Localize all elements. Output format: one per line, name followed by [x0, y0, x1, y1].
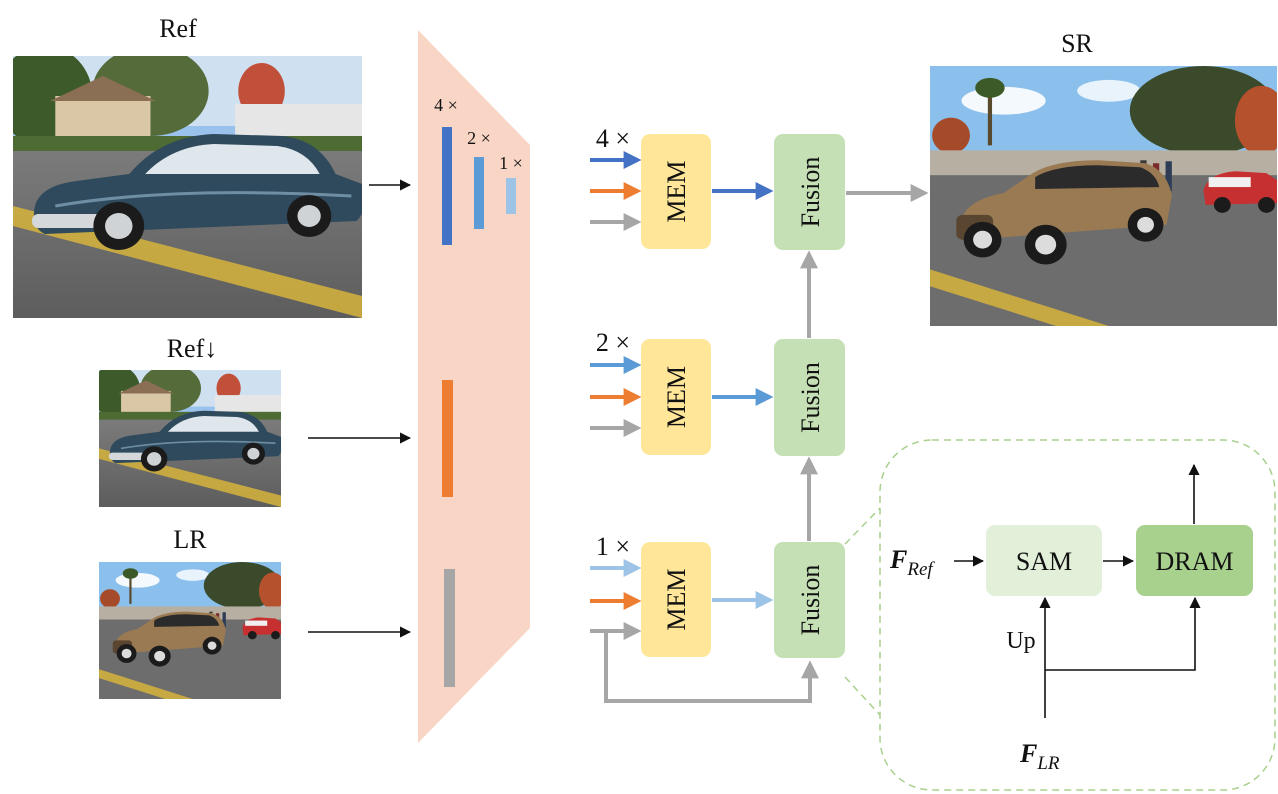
zoom-connector-bottom — [844, 676, 881, 716]
sam-block-label: SAM — [1016, 547, 1072, 576]
encoder-scale-2x-label: 2 × — [467, 128, 491, 148]
scale-1x-label: 1 × — [596, 532, 630, 561]
ref-image — [13, 56, 362, 318]
ref-feature-1x-bar — [506, 178, 516, 214]
fusion-block-1x-label: Fusion — [796, 565, 825, 636]
fusion-detail-box — [879, 439, 1276, 791]
f-lr-to-dram-arrow — [1045, 596, 1201, 671]
mem-block-1x-label: MEM — [662, 568, 691, 630]
encoder-scale-1x-label: 1 × — [499, 153, 523, 173]
mem-block-2x-label: MEM — [662, 366, 691, 428]
mem-block-2x — [641, 339, 711, 455]
fusion-block-4x-label: Fusion — [796, 157, 825, 228]
dram-block-label: DRAM — [1155, 547, 1233, 576]
lr-feature-bar — [444, 569, 455, 687]
sr-label: SR — [1061, 29, 1093, 58]
ref-label: Ref — [159, 14, 197, 43]
sr-image — [930, 66, 1277, 326]
ref-down-label: Ref↓ — [167, 334, 218, 363]
mem-block-4x-label: MEM — [662, 160, 691, 222]
lr-image — [99, 562, 281, 699]
mem-block-4x — [641, 134, 711, 249]
ref-feature-2x-bar — [474, 157, 484, 229]
scale-4x-label: 4 × — [596, 124, 630, 153]
dram-block — [1136, 525, 1253, 596]
lr-label: LR — [173, 525, 207, 554]
up-label: Up — [1006, 628, 1035, 654]
scale-2x-label: 2 × — [596, 328, 630, 357]
mem-block-1x — [641, 542, 711, 657]
fusion-block-2x — [774, 339, 845, 456]
fusion-block-2x-label: Fusion — [796, 362, 825, 433]
zoom-connector-top — [844, 507, 881, 545]
lr-skip-connection — [604, 631, 819, 703]
fusion-block-1x — [774, 542, 845, 658]
f-ref-label: FRef — [889, 545, 935, 580]
ref-feature-4x-bar — [442, 127, 452, 245]
ref-down-feature-bar — [442, 380, 453, 497]
encoder-scale-4x-label: 4 × — [434, 95, 458, 115]
f-lr-label: FLR — [1019, 739, 1060, 774]
sam-block — [986, 525, 1102, 596]
ref-down-image — [99, 370, 281, 507]
fusion-block-4x — [774, 134, 845, 250]
